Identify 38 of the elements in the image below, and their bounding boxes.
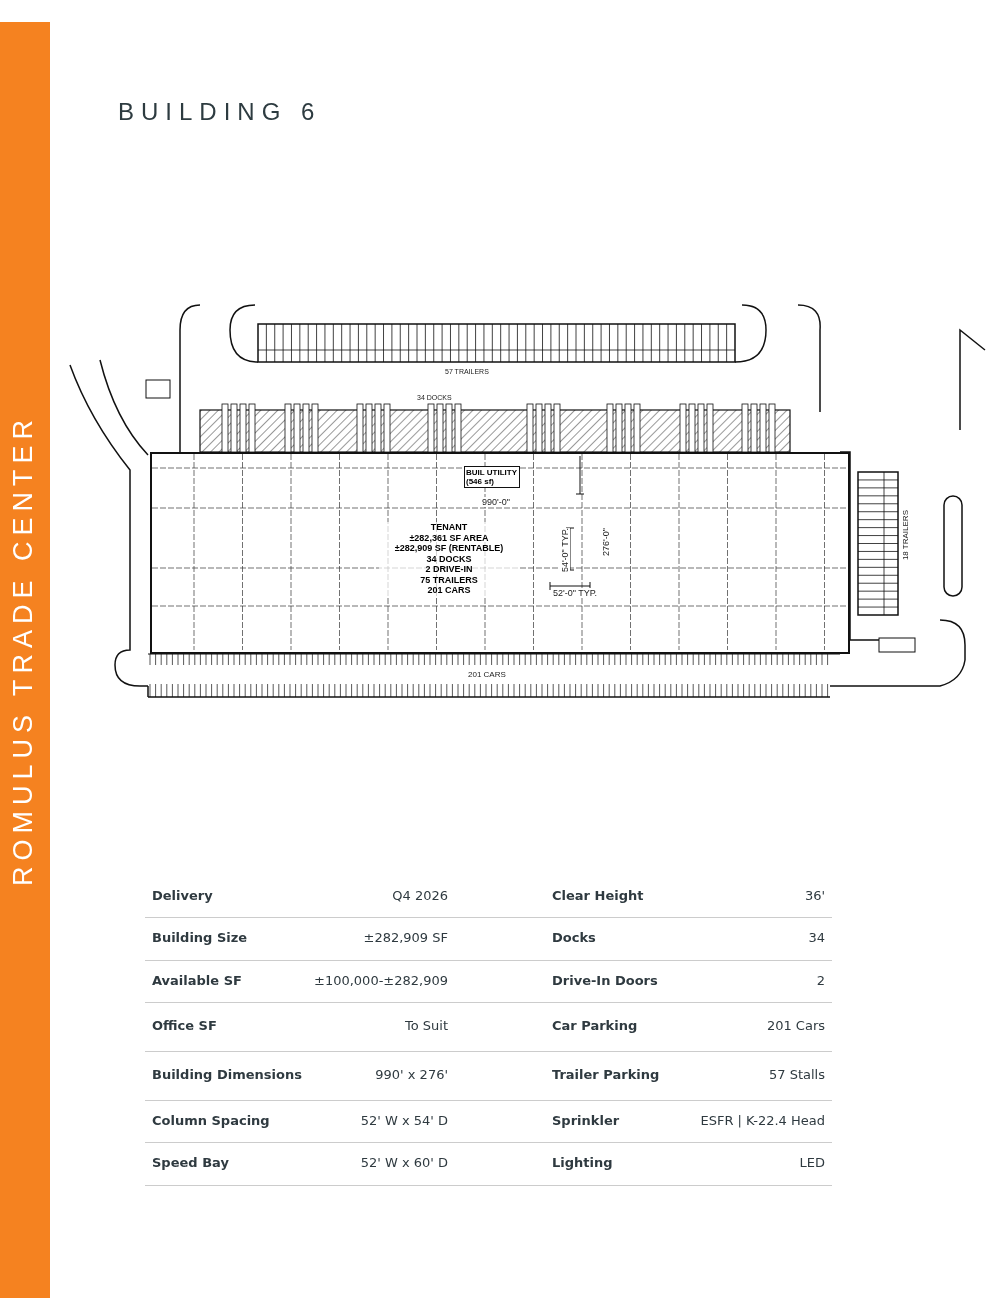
spec-value: 52' W x 60' D [359,1155,448,1170]
spec-value: To Suit [403,1018,448,1033]
spec-value: Q4 2026 [391,887,448,903]
spec-label: Lighting [552,1155,613,1170]
spec-value: 52' W x 54' D [359,1112,448,1128]
spec-label: Building Size [152,930,248,945]
parking-label: 201 CARS [466,670,508,679]
spec-value: 201 Cars [765,1018,825,1033]
spec-value: ±100,000-±282,909 [313,972,448,988]
spec-label: Available SF [152,972,242,988]
spec-value: 36' [803,887,825,903]
dimension-label: 990'-0" [482,497,510,507]
dimension-label: 276'-0" [601,528,611,556]
spec-label: Building Dimensions [152,1067,302,1082]
spec-value: 2 [815,972,825,988]
dimension-label: 54'-0" TYP. [560,528,570,573]
spec-value: 57 Stalls [768,1067,825,1082]
spec-label: Clear Height [552,887,644,903]
spec-label: Docks [552,930,596,945]
spec-label: Delivery [152,887,213,903]
spec-label: Column Spacing [152,1112,270,1128]
side-title: ROMULUS TRADE CENTER [10,413,36,889]
spec-value: 990' x 276' [374,1067,448,1082]
spec-label: Speed Bay [152,1155,229,1170]
spec-label: Car Parking [552,1018,638,1033]
spec-value: ESFR | K-22.4 Head [699,1112,825,1128]
spec-label: Office SF [152,1018,217,1033]
utility-label: BUIL UTILITY (546 sf) [466,468,518,486]
spec-label: Trailer Parking [552,1067,660,1082]
parking-label: 18 TRAILERS [901,510,910,561]
spec-label: Sprinkler [552,1112,620,1128]
dimension-label: 52'-0" TYP. [553,588,598,598]
spec-value: ±282,909 SF [362,930,448,945]
building-stat: 2 DRIVE-IN [379,564,519,575]
spec-value: 34 [807,930,825,945]
page-title: BUILDING 6 [118,98,322,126]
spec-value: LED [798,1155,825,1170]
spec-label: Drive-In Doors [552,972,658,988]
